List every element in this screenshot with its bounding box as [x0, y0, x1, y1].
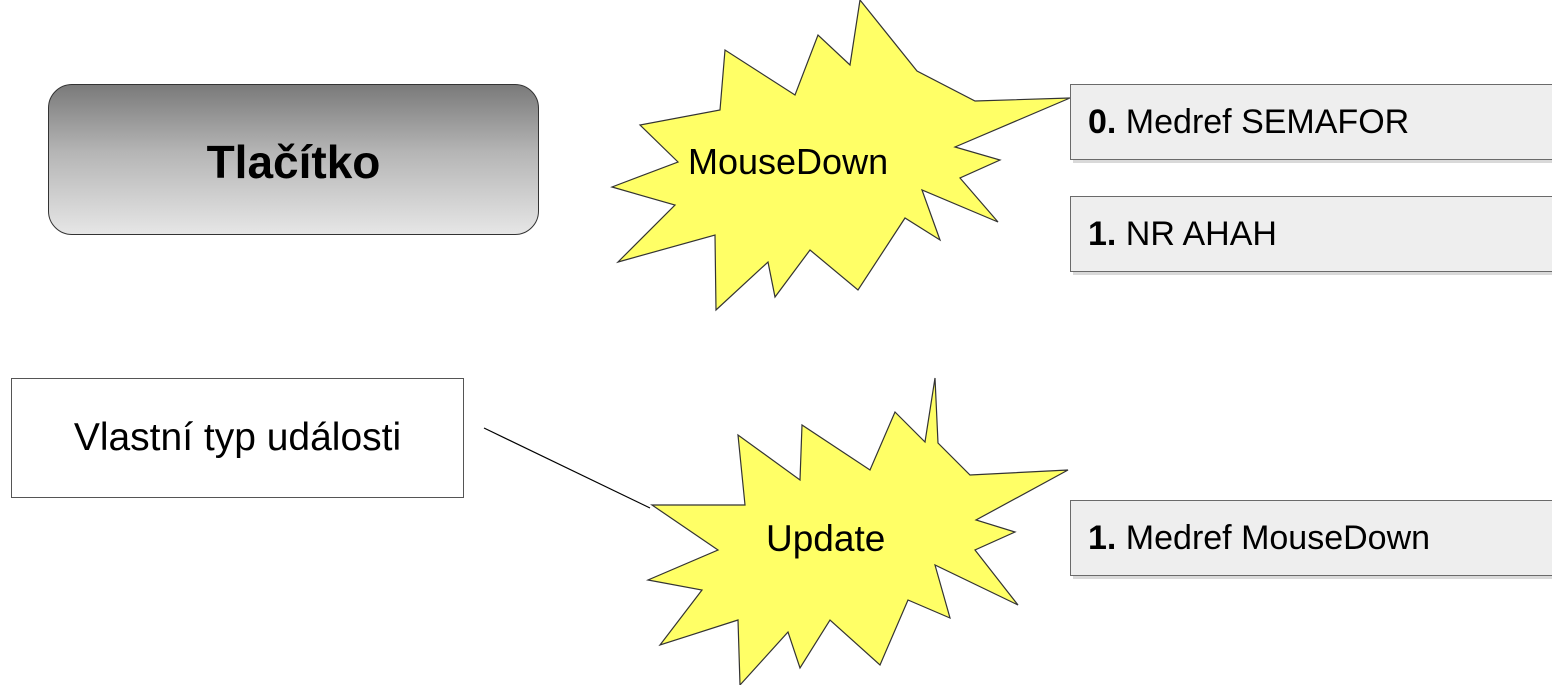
- connector-line: [483, 427, 651, 509]
- handler-text: Medref SEMAFOR: [1116, 102, 1410, 141]
- mousedown-burst-shape: [610, 0, 1071, 312]
- handler-text: Medref MouseDown: [1116, 518, 1431, 557]
- custom-event-type-label: Vlastní typ události: [73, 416, 402, 459]
- handler-index: 1.: [1088, 518, 1117, 557]
- handler-box-medref-mousedown: 1. Medref MouseDown: [1070, 500, 1552, 576]
- update-burst-shape: [645, 377, 1069, 685]
- handler-box-semafor: 0. Medref SEMAFOR: [1070, 84, 1552, 160]
- button-label: Tlačítko: [206, 135, 381, 188]
- handler-index: 1.: [1088, 214, 1117, 253]
- custom-event-type-box: Vlastní typ události: [11, 378, 464, 498]
- button-shape: Tlačítko: [48, 84, 539, 235]
- mousedown-event-label: MouseDown: [688, 141, 889, 182]
- handler-text: NR AHAH: [1116, 214, 1277, 253]
- handler-box-nr-ahah: 1. NR AHAH: [1070, 196, 1552, 272]
- update-event-label: Update: [766, 518, 886, 559]
- handler-index: 0.: [1088, 102, 1117, 141]
